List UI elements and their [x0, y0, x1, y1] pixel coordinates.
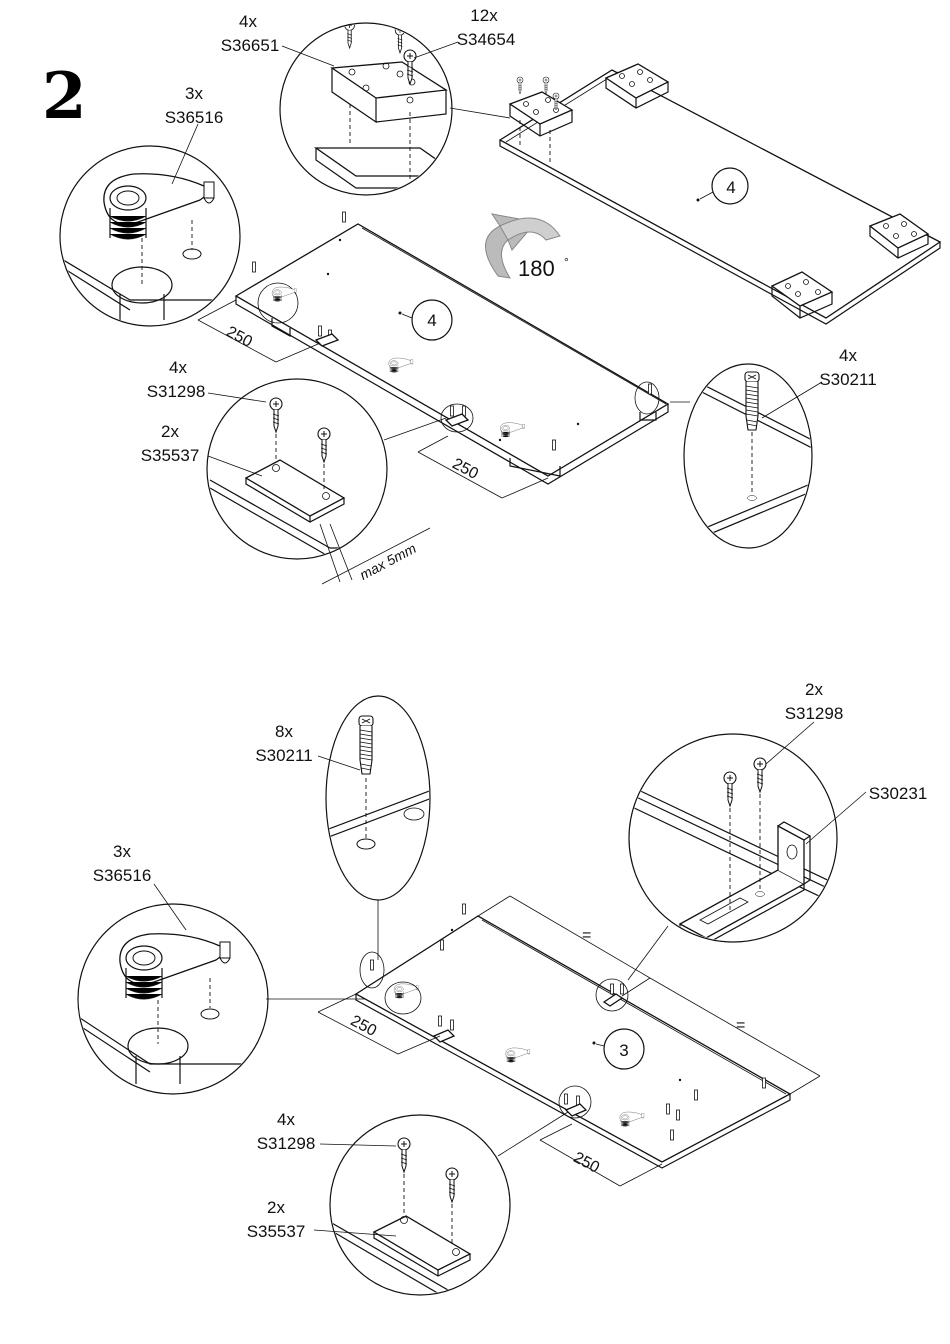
block-detail: [279, 22, 511, 196]
block-screw-qty: 12x: [470, 6, 498, 25]
block-code: S36651: [220, 36, 280, 55]
bracket-screw-code: S31298: [784, 704, 844, 723]
plate-code-bottom: S35537: [246, 1222, 306, 1241]
step-number: 2: [42, 59, 87, 134]
panel-number-bottom: 3: [619, 1041, 628, 1060]
block-screw-code: S34654: [456, 30, 516, 49]
block-qty: 4x: [239, 12, 257, 31]
bolt-code-top: S30211: [819, 370, 877, 389]
screw-qty-bottom: 4x: [277, 1110, 295, 1129]
dimension-lines-bottom: [317, 895, 821, 1187]
panel-number-flipped: 4: [726, 178, 735, 197]
plate-detail-top: [206, 378, 447, 585]
plate-detail-bottom: [313, 1111, 569, 1296]
equal-mark-top: =: [582, 927, 591, 944]
panel-4-main: [234, 211, 670, 485]
panel-number-top: 4: [427, 311, 436, 330]
dimension-right-top: 250: [449, 455, 481, 483]
screw-qty-top: 4x: [169, 358, 187, 377]
bolt-detail-top: [670, 363, 823, 549]
panel-3-main: [354, 903, 792, 1169]
bracket-screw-qty: 2x: [805, 680, 823, 699]
bracket-detail: [627, 721, 867, 981]
rotation-degree: °: [564, 255, 569, 269]
panel-4-flipped: [498, 63, 942, 325]
rotation-arrow: [485, 213, 561, 279]
rotation-angle: 180: [518, 256, 555, 281]
lock-cam-detail-bottom: [77, 883, 370, 1095]
dimension-lines-top: [197, 299, 549, 499]
bracket-code: S30231: [868, 784, 928, 803]
lock-cam-code-bottom: S36516: [92, 866, 152, 885]
plate-qty-top: 2x: [161, 422, 179, 441]
bolt-detail-bottom: [317, 695, 431, 960]
plate-qty-bottom: 2x: [267, 1198, 285, 1217]
dimension-left-top: 250: [223, 323, 255, 351]
equal-mark-right: =: [736, 1017, 745, 1034]
lock-cam-code-top: S36516: [164, 108, 224, 127]
screw-code-top: S31298: [146, 382, 206, 401]
bolt-qty-bottom: 8x: [275, 722, 293, 741]
bolt-qty-top: 4x: [839, 346, 857, 365]
bolt-code-bottom: S30211: [255, 746, 313, 765]
lock-cam-qty-bottom: 3x: [113, 842, 131, 861]
lock-cam-detail-top: [59, 123, 241, 327]
plate-code-top: S35537: [140, 446, 200, 465]
lock-cam-qty-top: 3x: [185, 84, 203, 103]
screw-code-bottom: S31298: [256, 1134, 316, 1153]
